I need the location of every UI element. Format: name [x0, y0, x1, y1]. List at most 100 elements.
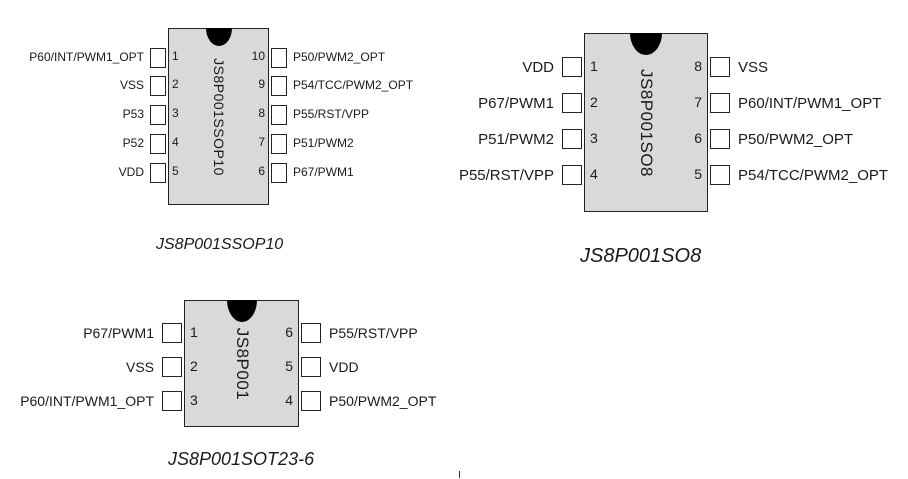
ssop10-pin-8: 8 P55/RST/VPP — [0, 105, 908, 125]
so8-pin-5-function: P54/TCC/PWM2_OPT — [738, 167, 889, 184]
sot23-pin-2-pad — [162, 357, 182, 377]
so8-pin-7-number: 7 — [694, 94, 702, 110]
ssop10-pin-10-number: 10 — [251, 49, 265, 63]
so8-pin-6-pad — [710, 129, 730, 149]
ssop10-pin-6-pad — [271, 163, 287, 183]
baseline-tick — [459, 471, 460, 478]
so8-pin-8-function: VSS — [738, 59, 769, 76]
sot23-pin1-notch — [226, 300, 257, 322]
so8-pin-5-pad — [710, 165, 730, 185]
ssop10-pin-7-number: 7 — [258, 135, 265, 149]
sot23-pin-3: 3 P60/INT/PWM1_OPT — [0, 391, 908, 411]
so8-pin-7-function: P60/INT/PWM1_OPT — [738, 95, 882, 112]
ssop10-pin-3-function: P53 — [122, 107, 144, 121]
sot23-body: JS8P001 — [184, 300, 299, 427]
ssop10-pin-8-number: 8 — [258, 106, 265, 120]
sot23-pin-4-function: P50/PWM2_OPT — [329, 393, 437, 409]
ssop10-pin-5-function: VDD — [118, 165, 144, 179]
ssop10-pin-9-function: P54/TCC/PWM2_OPT — [293, 78, 414, 92]
ssop10-pin-8-pad — [271, 105, 287, 125]
ssop10-pin-10-pad — [271, 48, 287, 68]
ssop10-pin-3-number: 3 — [172, 106, 179, 120]
sot23-pin-6-pad — [301, 323, 321, 343]
sot23-pin-1-number: 1 — [190, 324, 198, 340]
ssop10-pin-4-function: P52 — [122, 136, 144, 150]
ssop10-body: JS8P001SSOP10 — [168, 28, 269, 205]
sot23-pin-2-function: VSS — [125, 359, 154, 375]
ssop10-pin-1-function: P60/INT/PWM1_OPT — [29, 50, 144, 64]
sot23-pin-1: 1 P67/PWM1 — [0, 323, 908, 343]
so8-pin-7: 7 P60/INT/PWM1_OPT — [0, 93, 908, 113]
ssop10-pin-7: 7 P51/PWM2 — [0, 134, 908, 154]
so8-chip-label: JS8P001SO8 — [637, 68, 656, 177]
sot23-pin-5-function: VDD — [329, 359, 359, 375]
ssop10-pin-4-pad — [150, 134, 166, 154]
so8-pin-2: 2 P67/PWM1 — [0, 93, 908, 113]
ssop10-pin-10: 10 P50/PWM2_OPT — [0, 48, 908, 68]
ssop10-pin-8-function: P55/RST/VPP — [293, 107, 370, 121]
so8-pin-4-number: 4 — [590, 166, 598, 182]
ssop10-pin-5-number: 5 — [172, 164, 179, 178]
sot23-pin-3-function: P60/INT/PWM1_OPT — [20, 393, 154, 409]
so8-pin-2-number: 2 — [590, 94, 598, 110]
so8-pin-5: 5 P54/TCC/PWM2_OPT — [0, 165, 908, 185]
ssop10-pin-3-pad — [150, 105, 166, 125]
ssop10-pin-2-pad — [150, 76, 166, 96]
ssop10-pin-9-number: 9 — [258, 77, 265, 91]
so8-pin1-notch — [630, 33, 662, 55]
sot23-pin-1-pad — [162, 323, 182, 343]
ssop10-pin-9: 9 P54/TCC/PWM2_OPT — [0, 76, 908, 96]
so8-pin-4-pad — [562, 165, 582, 185]
ssop10-pin-6-number: 6 — [258, 164, 265, 178]
so8-pin-3-number: 3 — [590, 130, 598, 146]
sot23-pin-5-number: 5 — [285, 358, 293, 374]
so8-pin-4: 4 P55/RST/VPP — [0, 165, 908, 185]
so8-pin-7-pad — [710, 93, 730, 113]
ssop10-pin1-notch — [205, 28, 232, 46]
sot23-pin-4-pad — [301, 391, 321, 411]
so8-pin-3-function: P51/PWM2 — [478, 131, 554, 148]
sot23-pin-6-number: 6 — [285, 324, 293, 340]
so8-caption: JS8P001SO8 — [580, 245, 702, 267]
so8-pin-1-pad — [562, 57, 582, 77]
so8-pin-4-function: P55/RST/VPP — [458, 167, 554, 184]
so8-pin-5-number: 5 — [694, 166, 702, 182]
ssop10-pin-2-function: VSS — [119, 78, 144, 92]
sot23-caption: JS8P001SOT23-6 — [168, 449, 315, 469]
so8-pin-6-number: 6 — [694, 130, 702, 146]
so8-body: JS8P001SO8 — [584, 33, 708, 212]
ssop10-pin-2: 2 VSS — [0, 76, 908, 96]
ssop10-pin-4: 4 P52 — [0, 134, 908, 154]
sot23-pin-6-function: P55/RST/VPP — [329, 325, 418, 341]
ssop10-pin-7-pad — [271, 134, 287, 154]
ssop10-pin-1-pad — [150, 48, 166, 68]
so8-pin-6: 6 P50/PWM2_OPT — [0, 129, 908, 149]
ssop10-pin-5: 5 VDD — [0, 163, 908, 183]
so8-pin-1-number: 1 — [590, 58, 598, 74]
ssop10-pin-7-function: P51/PWM2 — [293, 136, 354, 150]
so8-pin-2-function: P67/PWM1 — [478, 95, 554, 112]
ssop10-caption: JS8P001SSOP10 — [156, 236, 284, 253]
ssop10-pin-1: 1 P60/INT/PWM1_OPT — [0, 48, 908, 68]
ssop10-pin-3: 3 P53 — [0, 105, 908, 125]
sot23-pin-5-pad — [301, 357, 321, 377]
sot23-pin-5: 5 VDD — [0, 357, 908, 377]
ssop10-pin-9-pad — [271, 76, 287, 96]
ssop10-pin-4-number: 4 — [172, 135, 179, 149]
so8-pin-3: 3 P51/PWM2 — [0, 129, 908, 149]
sot23-pin-1-function: P67/PWM1 — [83, 325, 154, 341]
so8-pin-2-pad — [562, 93, 582, 113]
so8-pin-8: 8 VSS — [0, 57, 908, 77]
sot23-pin-2-number: 2 — [190, 358, 198, 374]
ssop10-pin-5-pad — [150, 163, 166, 183]
so8-pin-8-number: 8 — [694, 58, 702, 74]
so8-pin-6-function: P50/PWM2_OPT — [738, 131, 854, 148]
ssop10-pin-1-number: 1 — [172, 49, 179, 63]
ssop10-pin-2-number: 2 — [172, 77, 179, 91]
sot23-pin-3-number: 3 — [190, 392, 198, 408]
sot23-pin-2: 2 VSS — [0, 357, 908, 377]
so8-pin-1-function: VDD — [522, 59, 554, 76]
ssop10-pin-10-function: P50/PWM2_OPT — [293, 50, 386, 64]
